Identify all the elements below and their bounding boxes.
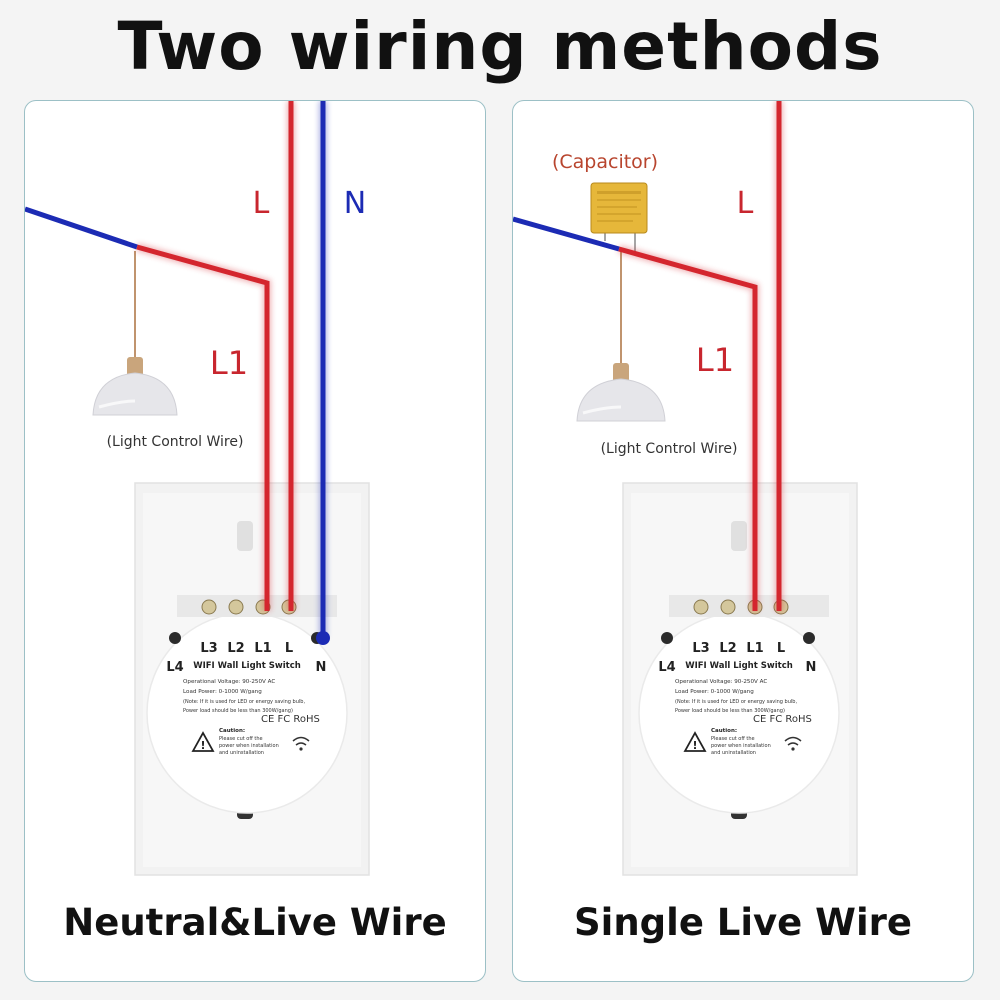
label-live: L [253, 186, 270, 221]
caution-title: Caution: [219, 728, 245, 734]
neutral-wire-to-lamp [513, 216, 620, 252]
caution-title: Caution: [711, 728, 737, 734]
panel-neutral-live: L3 L2 L1 L L4 N WIFI Wall Light Switch O… [24, 100, 486, 982]
terminal-label-l: L [777, 641, 785, 656]
wiring-diagram-neutral-live: L3 L2 L1 L L4 N WIFI Wall Light Switch O… [25, 101, 370, 876]
terminal-label-l4: L4 [658, 660, 675, 675]
spec-note-1: (Note: If it is used for LED or energy s… [675, 699, 797, 705]
wifi-icon [784, 736, 802, 751]
lamp-note-light-control-wire: (Light Control Wire) [107, 434, 244, 450]
neutral-terminal-dot [316, 631, 330, 645]
label-neutral: N [344, 186, 366, 221]
wiring-diagram-single-live: L3 L2 L1 L L4 N WIFI Wall Light Switch O… [513, 101, 858, 876]
caution-line-1: Please cut off the [219, 736, 263, 742]
spec-note-2: Power load should be less than 300W/gang… [183, 708, 293, 714]
pendant-lamp [576, 251, 666, 422]
caption-single-live: Single Live Wire [573, 901, 912, 944]
spec-load: Load Power: 0-1000 W/gang [675, 689, 754, 695]
product-name: WIFI Wall Light Switch [685, 661, 793, 671]
l1-wire [618, 246, 758, 611]
spec-voltage: Operational Voltage: 90-250V AC [675, 679, 767, 685]
terminal-label-l1: L1 [254, 641, 271, 656]
caution-line-3: and uninstallation [219, 750, 264, 756]
switch-plate: L3 L2 L1 L L4 N WIFI Wall Light Switch O… [622, 482, 858, 876]
label-l1: L1 [210, 344, 248, 382]
cert-marks: CE FC RoHS [753, 714, 812, 725]
terminal-label-l: L [285, 641, 293, 656]
spec-voltage: Operational Voltage: 90-250V AC [183, 679, 275, 685]
terminal-label-n: N [806, 660, 817, 675]
spec-load: Load Power: 0-1000 W/gang [183, 689, 262, 695]
caution-line-2: power when installation [711, 743, 771, 749]
product-name: WIFI Wall Light Switch [193, 661, 301, 671]
switch-plate: L3 L2 L1 L L4 N WIFI Wall Light Switch O… [134, 482, 370, 876]
warning-icon: ! [683, 731, 707, 752]
terminal-label-l2: L2 [719, 641, 736, 656]
warning-icon: ! [191, 731, 215, 752]
pendant-lamp [92, 251, 178, 416]
page-title: Two wiring methods [117, 8, 883, 85]
spec-note-1: (Note: If it is used for LED or energy s… [183, 699, 305, 705]
panel-single-live: L3 L2 L1 L L4 N WIFI Wall Light Switch O… [512, 100, 974, 982]
label-capacitor: (Capacitor) [552, 151, 658, 173]
terminal-label-n: N [316, 660, 327, 675]
terminal-label-l3: L3 [200, 641, 217, 656]
terminal-label-l1: L1 [746, 641, 763, 656]
caution-line-1: Please cut off the [711, 736, 755, 742]
caution-line-2: power when installation [219, 743, 279, 749]
caption-neutral-live: Neutral&Live Wire [63, 901, 447, 944]
neutral-wire-to-lamp [25, 206, 138, 250]
svg-text:!: ! [692, 739, 697, 752]
l1-wire [136, 244, 270, 611]
terminal-label-l4: L4 [166, 660, 183, 675]
cert-marks: CE FC RoHS [261, 714, 320, 725]
label-l1: L1 [696, 341, 734, 379]
svg-text:!: ! [200, 739, 205, 752]
label-live: L [737, 186, 754, 221]
spec-note-2: Power load should be less than 300W/gang… [675, 708, 785, 714]
terminal-label-l2: L2 [227, 641, 244, 656]
lamp-note-light-control-wire: (Light Control Wire) [601, 441, 738, 457]
terminal-label-l3: L3 [692, 641, 709, 656]
caution-line-3: and uninstallation [711, 750, 756, 756]
wifi-icon [292, 736, 310, 751]
